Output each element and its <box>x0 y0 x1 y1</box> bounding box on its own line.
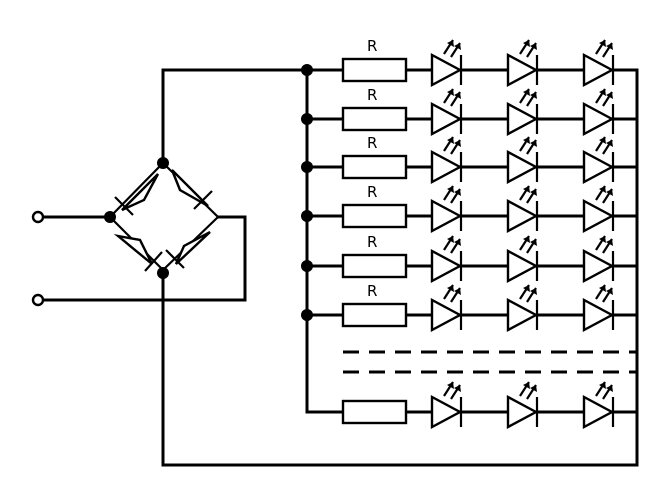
light-arrow-icon <box>519 136 537 155</box>
light-arrow-icon <box>443 235 461 254</box>
light-arrow-icon <box>519 235 537 254</box>
input-terminals <box>31 210 247 307</box>
led <box>506 381 539 430</box>
led <box>582 381 615 430</box>
led-row: R <box>301 183 639 234</box>
led <box>430 136 463 185</box>
led-row <box>305 381 639 430</box>
led <box>506 235 539 284</box>
light-arrow-icon <box>443 39 461 58</box>
resistor: R <box>341 86 408 132</box>
light-arrow-icon <box>443 284 461 303</box>
light-arrow-icon <box>595 88 613 107</box>
led <box>430 284 463 333</box>
resistor-label: R <box>367 37 377 55</box>
rectifier-diode-2 <box>170 169 213 210</box>
junction-dot <box>301 210 313 222</box>
light-arrow-icon <box>519 39 537 58</box>
resistor-label: R <box>367 282 377 300</box>
input-terminal-1 <box>31 210 45 224</box>
resistor: R <box>341 134 408 180</box>
light-arrow-icon <box>519 88 537 107</box>
light-arrow-icon <box>443 136 461 155</box>
led <box>430 235 463 284</box>
light-arrow-icon <box>595 136 613 155</box>
junction-dot <box>301 309 313 321</box>
led-row: R <box>301 134 639 185</box>
led-row: R <box>301 282 639 333</box>
led <box>582 185 615 234</box>
light-arrow-icon <box>519 381 537 400</box>
led <box>582 235 615 284</box>
led <box>506 39 539 88</box>
light-arrow-icon <box>595 284 613 303</box>
led-row: R <box>301 37 639 88</box>
light-arrow-icon <box>443 185 461 204</box>
led <box>430 381 463 430</box>
led <box>506 284 539 333</box>
resistor: R <box>341 37 408 83</box>
input-terminal-2 <box>31 293 45 307</box>
led <box>506 136 539 185</box>
led-row: R <box>301 233 639 284</box>
led-rows: R R R R R R <box>301 37 639 430</box>
resistor: R <box>341 282 408 328</box>
resistor: R <box>341 183 408 229</box>
rectifier-diode-1 <box>114 173 160 216</box>
resistor: R <box>341 233 408 279</box>
resistor-label: R <box>367 86 377 104</box>
led <box>506 185 539 234</box>
light-arrow-icon <box>595 39 613 58</box>
led-row: R <box>301 86 639 137</box>
rectifier-diode-4 <box>165 230 211 269</box>
light-arrow-icon <box>443 88 461 107</box>
junction-dot <box>301 161 313 173</box>
junction-dot <box>301 260 313 272</box>
led <box>582 39 615 88</box>
junction-dot <box>301 64 313 76</box>
bridge-rectifier <box>104 157 247 302</box>
junction-dot <box>301 113 313 125</box>
resistor-label: R <box>367 233 377 251</box>
light-arrow-icon <box>519 284 537 303</box>
continuation-dashes <box>343 350 637 374</box>
resistor-label: R <box>367 134 377 152</box>
light-arrow-icon <box>443 381 461 400</box>
led <box>506 88 539 137</box>
led <box>582 88 615 137</box>
led <box>430 39 463 88</box>
resistor-label: R <box>367 183 377 201</box>
rectifier-diode-3 <box>113 233 163 272</box>
resistor <box>341 399 408 425</box>
light-arrow-icon <box>595 235 613 254</box>
light-arrow-icon <box>519 185 537 204</box>
led <box>582 284 615 333</box>
led <box>430 88 463 137</box>
led <box>430 185 463 234</box>
light-arrow-icon <box>595 185 613 204</box>
led <box>582 136 615 185</box>
light-arrow-icon <box>595 381 613 400</box>
